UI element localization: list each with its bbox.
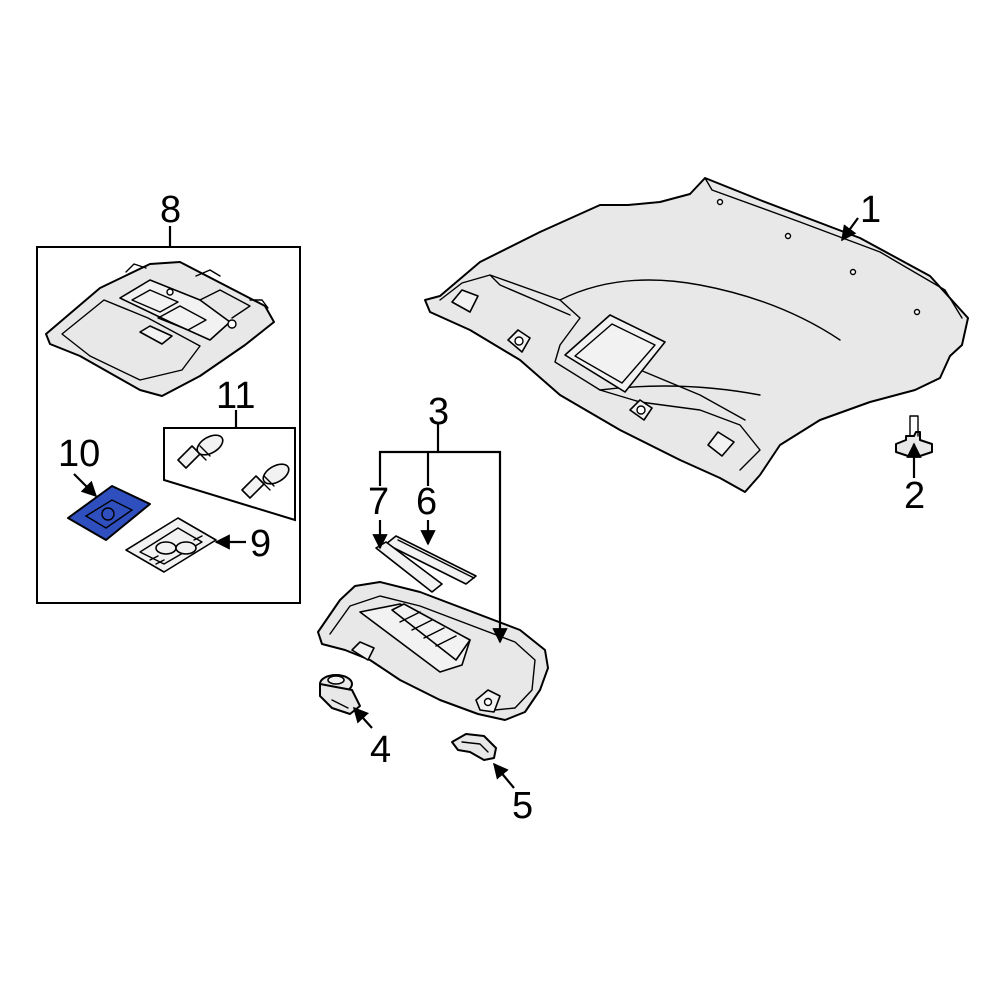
callout-1: 1	[860, 189, 881, 231]
overhead-console-part[interactable]	[45, 261, 275, 397]
headliner-part[interactable]	[424, 177, 969, 493]
bulb-group-box	[163, 427, 296, 522]
callout-4: 4	[370, 729, 391, 771]
leader-1	[841, 217, 859, 242]
leader-5	[493, 762, 515, 789]
leader-10	[73, 473, 98, 498]
callout-7: 7	[368, 481, 389, 523]
sun-visor-part[interactable]	[317, 581, 549, 721]
callout-2: 2	[904, 475, 925, 517]
map-lamp-housing-part[interactable]	[125, 517, 217, 573]
visor-bracket-part[interactable]	[319, 674, 361, 715]
callout-9: 9	[250, 523, 271, 565]
callout-10: 10	[58, 433, 100, 475]
callout-11: 11	[216, 375, 255, 417]
bulb-part-lower[interactable]	[241, 460, 292, 499]
leader-4	[352, 706, 373, 729]
bulb-part-upper[interactable]	[177, 431, 226, 469]
lens-part-highlighted[interactable]	[67, 485, 151, 541]
overhead-console-group-box	[36, 246, 301, 604]
leader-3-bracket	[378, 450, 508, 644]
callout-3: 3	[428, 391, 449, 433]
visor-holder-part[interactable]	[451, 733, 497, 761]
callout-8: 8	[160, 189, 181, 231]
visor-strip-part[interactable]	[385, 535, 477, 585]
lens-highlight-fill	[67, 485, 151, 541]
callout-5: 5	[512, 785, 533, 827]
callout-6: 6	[416, 481, 437, 523]
